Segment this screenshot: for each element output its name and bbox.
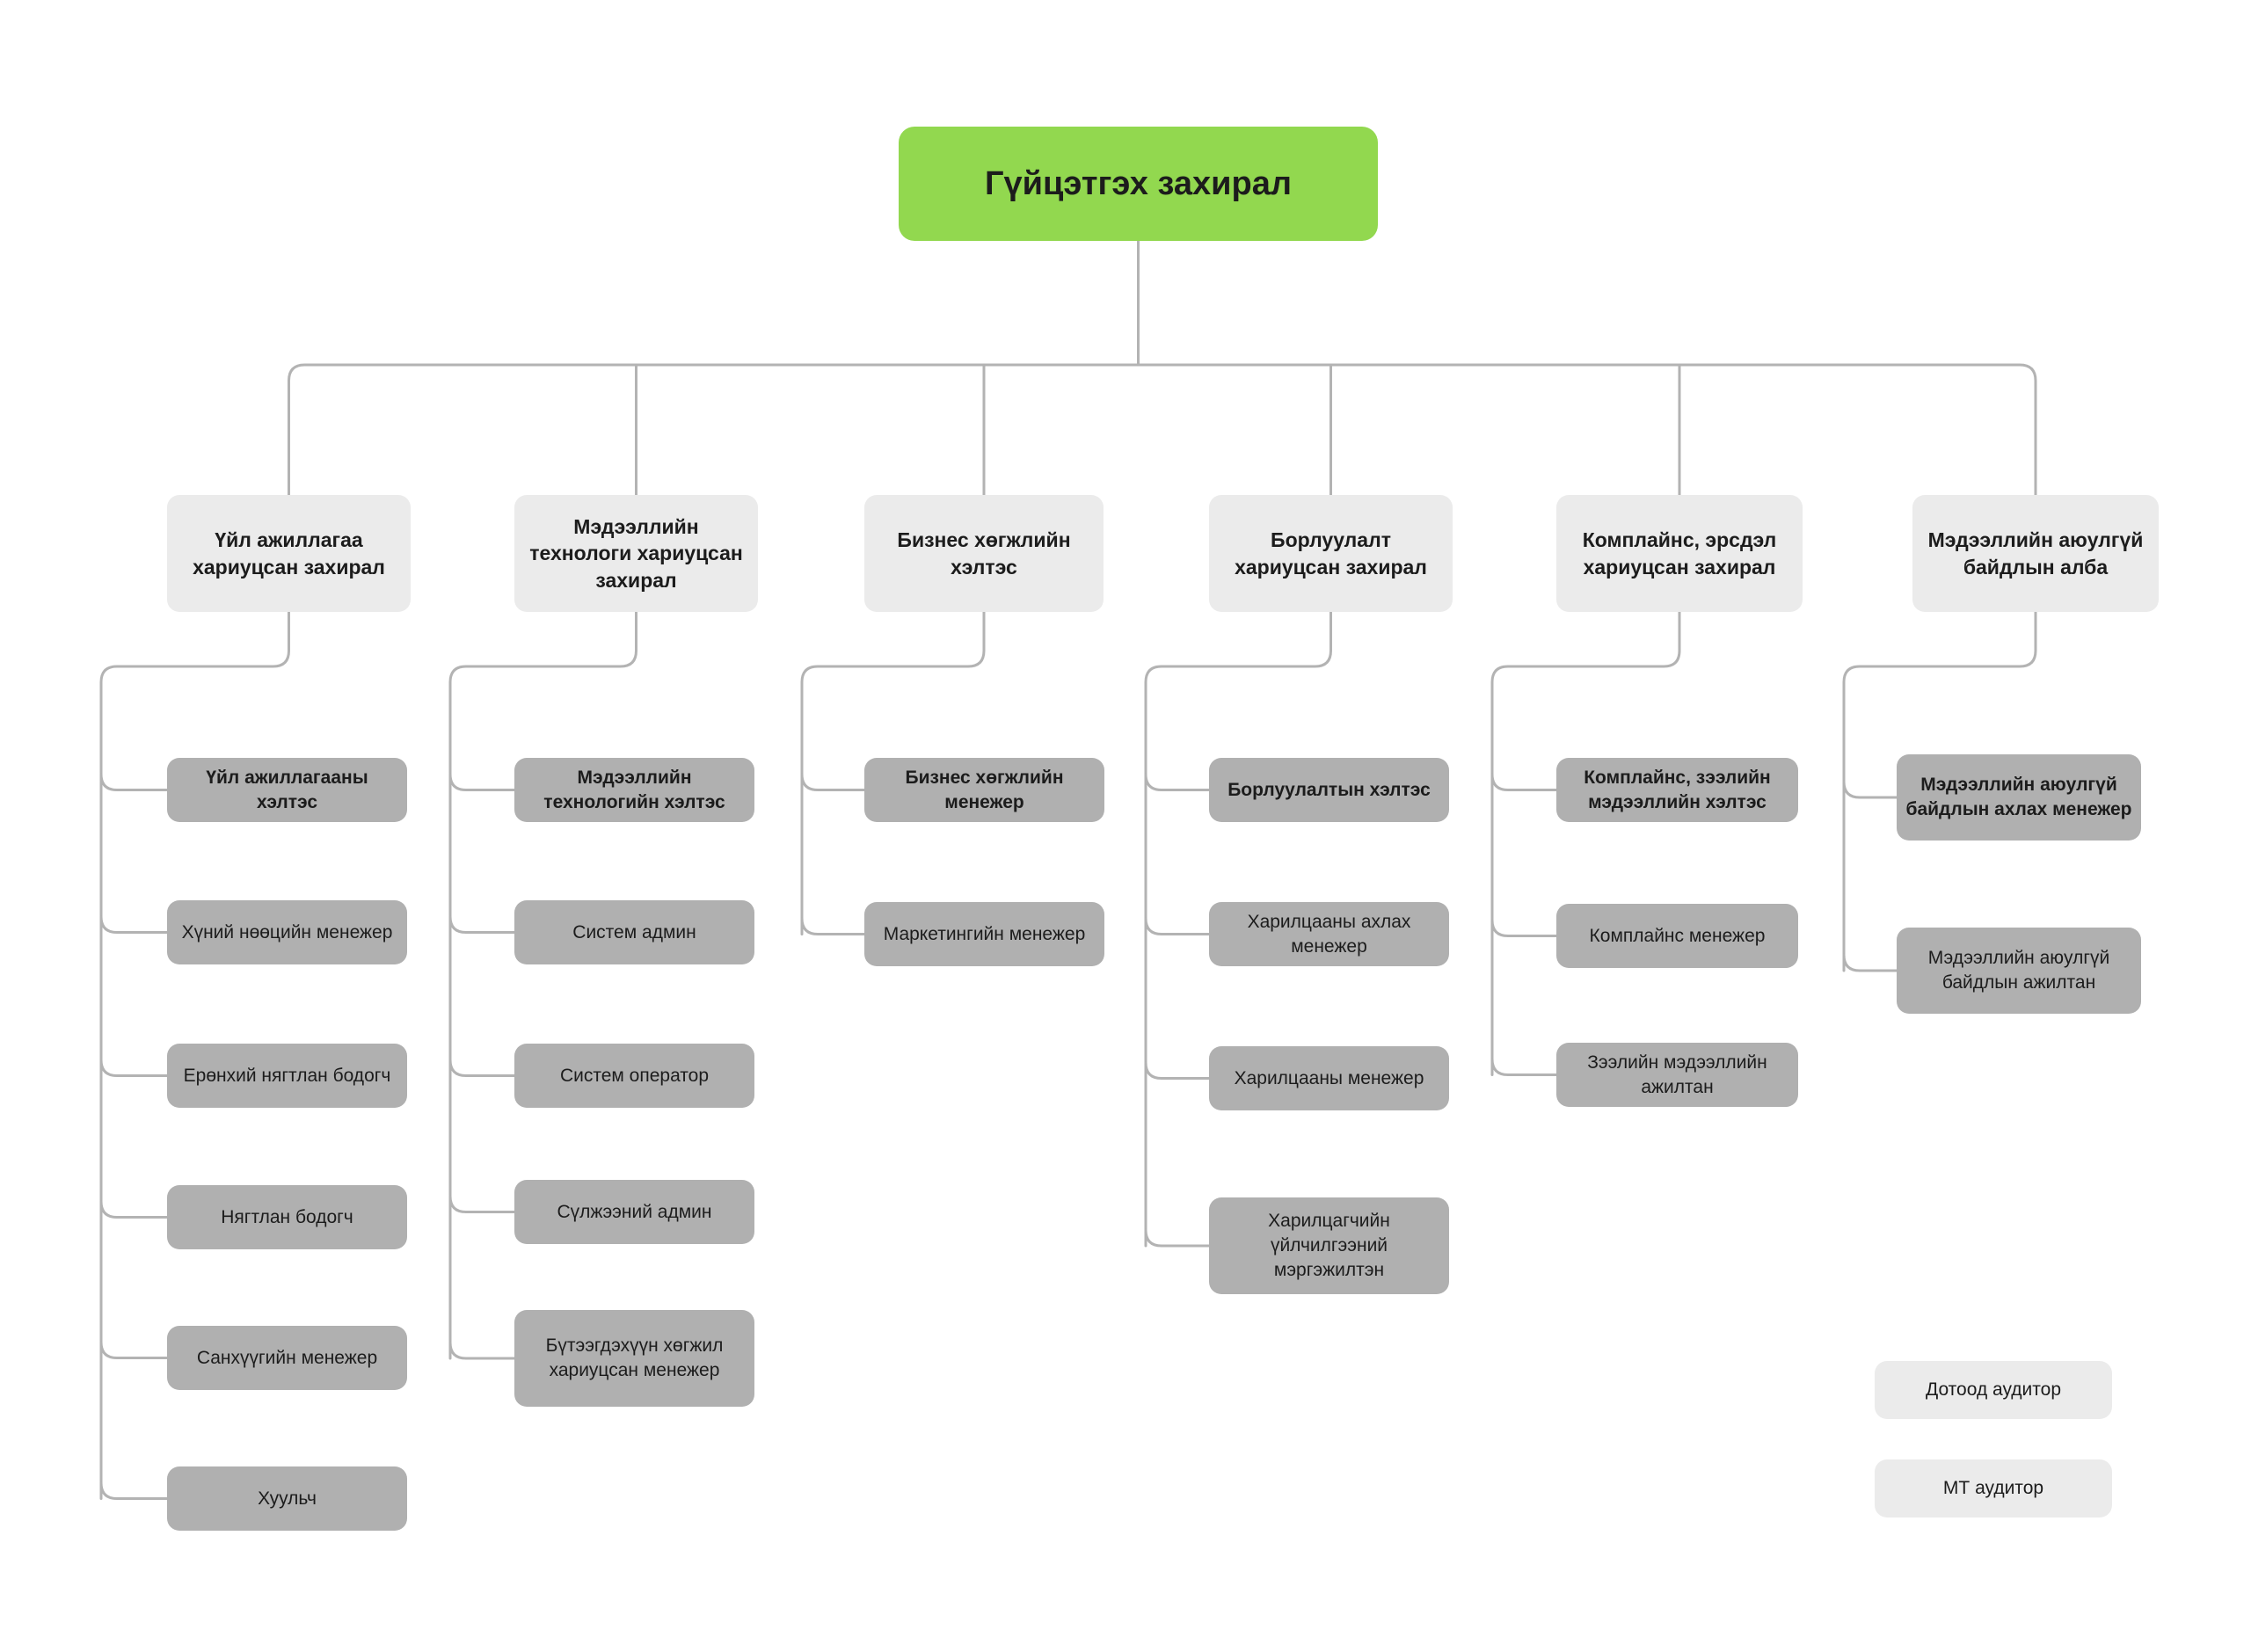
org-node-label: Систем оператор (559, 1065, 710, 1086)
connector-path (1144, 917, 1211, 935)
org-node-label: Харилцааны ахлах менежер (1247, 911, 1411, 957)
connector-path (1490, 773, 1558, 791)
org-node-label: Харилцааны менежер (1234, 1067, 1424, 1088)
org-node-division-6[interactable]: Мэдээллийн аюулгүй байдлын алба (1912, 495, 2159, 612)
org-node-d1-child-3[interactable]: Ерөнхий нягтлан бодогч (167, 1044, 407, 1108)
org-node-label: Мэдээллийн аюулгүй байдлын ажилтан (1927, 948, 2110, 993)
connector-path (99, 1481, 169, 1500)
org-node-label: Үйл ажиллагааны хэлтэс (206, 767, 368, 812)
connector-path (1144, 773, 1211, 791)
org-node-d5-child-3[interactable]: Зээлийн мэдээллийн ажилтан (1556, 1043, 1798, 1107)
connector-path (448, 610, 637, 1360)
connector-path (448, 915, 516, 934)
org-node-label: Бизнес хөгжлийн менежер (905, 767, 1064, 812)
org-node-d2-child-5[interactable]: Бүтээгдэхүүн хөгжил хариуцсан менежер (514, 1310, 754, 1407)
org-node-division-3[interactable]: Бизнес хөгжлийн хэлтэс (864, 495, 1104, 612)
org-node-d4-child-1[interactable]: Борлуулалтын хэлтэс (1209, 758, 1449, 822)
connector-path (99, 1341, 169, 1359)
org-node-label: Харилцагчийн үйлчилгээний мэргэжилтэн (1268, 1211, 1390, 1280)
org-node-d2-child-2[interactable]: Систем админ (514, 900, 754, 964)
connector-path (1144, 1061, 1211, 1080)
org-node-d1-child-2[interactable]: Хүний нөөцийн менежер (167, 900, 407, 964)
connector-path (288, 363, 2037, 497)
connector-path (99, 1059, 169, 1077)
org-node-division-5[interactable]: Комплайнс, эрсдэл хариуцсан захирал (1556, 495, 1803, 612)
org-node-division-2[interactable]: Мэдээллийн технологи хариуцсан захирал (514, 495, 758, 612)
connector-path (99, 915, 169, 934)
org-node-label: Систем админ (572, 921, 696, 942)
connector-path (448, 1059, 516, 1077)
org-node-label: Комплайнс менежер (1589, 925, 1766, 946)
org-node-d1-child-4[interactable]: Нягтлан бодогч (167, 1185, 407, 1249)
org-node-label: Комплайнс, зээлийн мэдээллийн хэлтэс (1584, 767, 1771, 812)
connector-path (1490, 919, 1558, 937)
connector-path (1490, 610, 1681, 1076)
org-node-label: Мэдээллийн аюулгүй байдлын ахлах менежер (1905, 775, 2132, 819)
org-node-label: Үйл ажиллагаа хариуцсан захирал (193, 528, 385, 579)
org-node-standalone-1[interactable]: Дотоод аудитор (1875, 1361, 2112, 1419)
org-node-label: Сүлжээний админ (557, 1201, 712, 1222)
connector-path (99, 773, 169, 791)
connector-path (448, 773, 516, 791)
connector-path (1842, 780, 1898, 799)
connector-path (1842, 953, 1898, 972)
org-node-label: Бүтээгдэхүүн хөгжил хариуцсан менежер (545, 1335, 724, 1380)
org-node-d4-child-2[interactable]: Харилцааны ахлах менежер (1209, 902, 1449, 966)
org-node-label: Гүйцэтгэх захирал (985, 164, 1292, 202)
org-node-d2-child-4[interactable]: Сүлжээний админ (514, 1180, 754, 1244)
org-node-d6-child-1[interactable]: Мэдээллийн аюулгүй байдлын ахлах менежер (1897, 754, 2141, 841)
org-node-label: Маркетингийн менежер (883, 923, 1086, 944)
connector-path (448, 1195, 516, 1213)
org-node-d2-child-1[interactable]: Мэдээллийн технологийн хэлтэс (514, 758, 754, 822)
connector-path (99, 1200, 169, 1219)
org-node-d4-child-3[interactable]: Харилцааны менежер (1209, 1046, 1449, 1110)
org-node-d3-child-2[interactable]: Маркетингийн менежер (864, 902, 1104, 966)
connector-path (800, 773, 866, 791)
org-node-label: Хуульч (258, 1488, 317, 1509)
connector-path (1144, 1228, 1211, 1248)
org-node-label: Борлуулалтын хэлтэс (1227, 779, 1431, 800)
org-node-d3-child-1[interactable]: Бизнес хөгжлийн менежер (864, 758, 1104, 822)
org-node-division-4[interactable]: Борлуулалт хариуцсан захирал (1209, 495, 1453, 612)
org-node-label: Нягтлан бодогч (221, 1206, 353, 1227)
org-node-d1-child-6[interactable]: Хуульч (167, 1466, 407, 1531)
org-node-d5-child-2[interactable]: Комплайнс менежер (1556, 904, 1798, 968)
org-node-label: Мэдээллийн технологи хариуцсан захирал (529, 514, 743, 592)
org-node-standalone-2[interactable]: МТ аудитор (1875, 1459, 2112, 1517)
org-node-d5-child-1[interactable]: Комплайнс, зээлийн мэдээллийн хэлтэс (1556, 758, 1798, 822)
org-node-d6-child-2[interactable]: Мэдээллийн аюулгүй байдлын ажилтан (1897, 928, 2141, 1014)
org-node-label: Мэдээллийн аюулгүй байдлын алба (1927, 528, 2144, 579)
org-node-label: МТ аудитор (1942, 1478, 2044, 1499)
org-node-label: Борлуулалт хариуцсан захирал (1235, 528, 1427, 579)
org-node-label: Зээлийн мэдээллийн ажилтан (1587, 1052, 1767, 1097)
org-node-label: Санхүүгийн менежер (196, 1347, 378, 1368)
org-node-label: Мэдээллийн технологийн хэлтэс (543, 767, 725, 812)
org-node-d1-child-1[interactable]: Үйл ажиллагааны хэлтэс (167, 758, 407, 822)
org-node-division-1[interactable]: Үйл ажиллагаа хариуцсан захирал (167, 495, 411, 612)
connector-path (448, 1341, 516, 1360)
org-node-root[interactable]: Гүйцэтгэх захирал (899, 127, 1378, 241)
org-node-d4-child-4[interactable]: Харилцагчийн үйлчилгээний мэргэжилтэн (1209, 1197, 1449, 1294)
org-node-label: Бизнес хөгжлийн хэлтэс (897, 528, 1071, 579)
connector-path (800, 917, 866, 935)
org-node-label: Дотоод аудитор (1925, 1379, 2061, 1401)
org-node-label: Хүний нөөцийн менежер (181, 921, 393, 942)
org-node-d1-child-5[interactable]: Санхүүгийн менежер (167, 1326, 407, 1390)
org-node-label: Комплайнс, эрсдэл хариуцсан захирал (1582, 528, 1777, 579)
org-node-label: Ерөнхий нягтлан бодогч (183, 1065, 391, 1086)
org-node-d2-child-3[interactable]: Систем оператор (514, 1044, 754, 1108)
connector-path (1490, 1058, 1558, 1076)
